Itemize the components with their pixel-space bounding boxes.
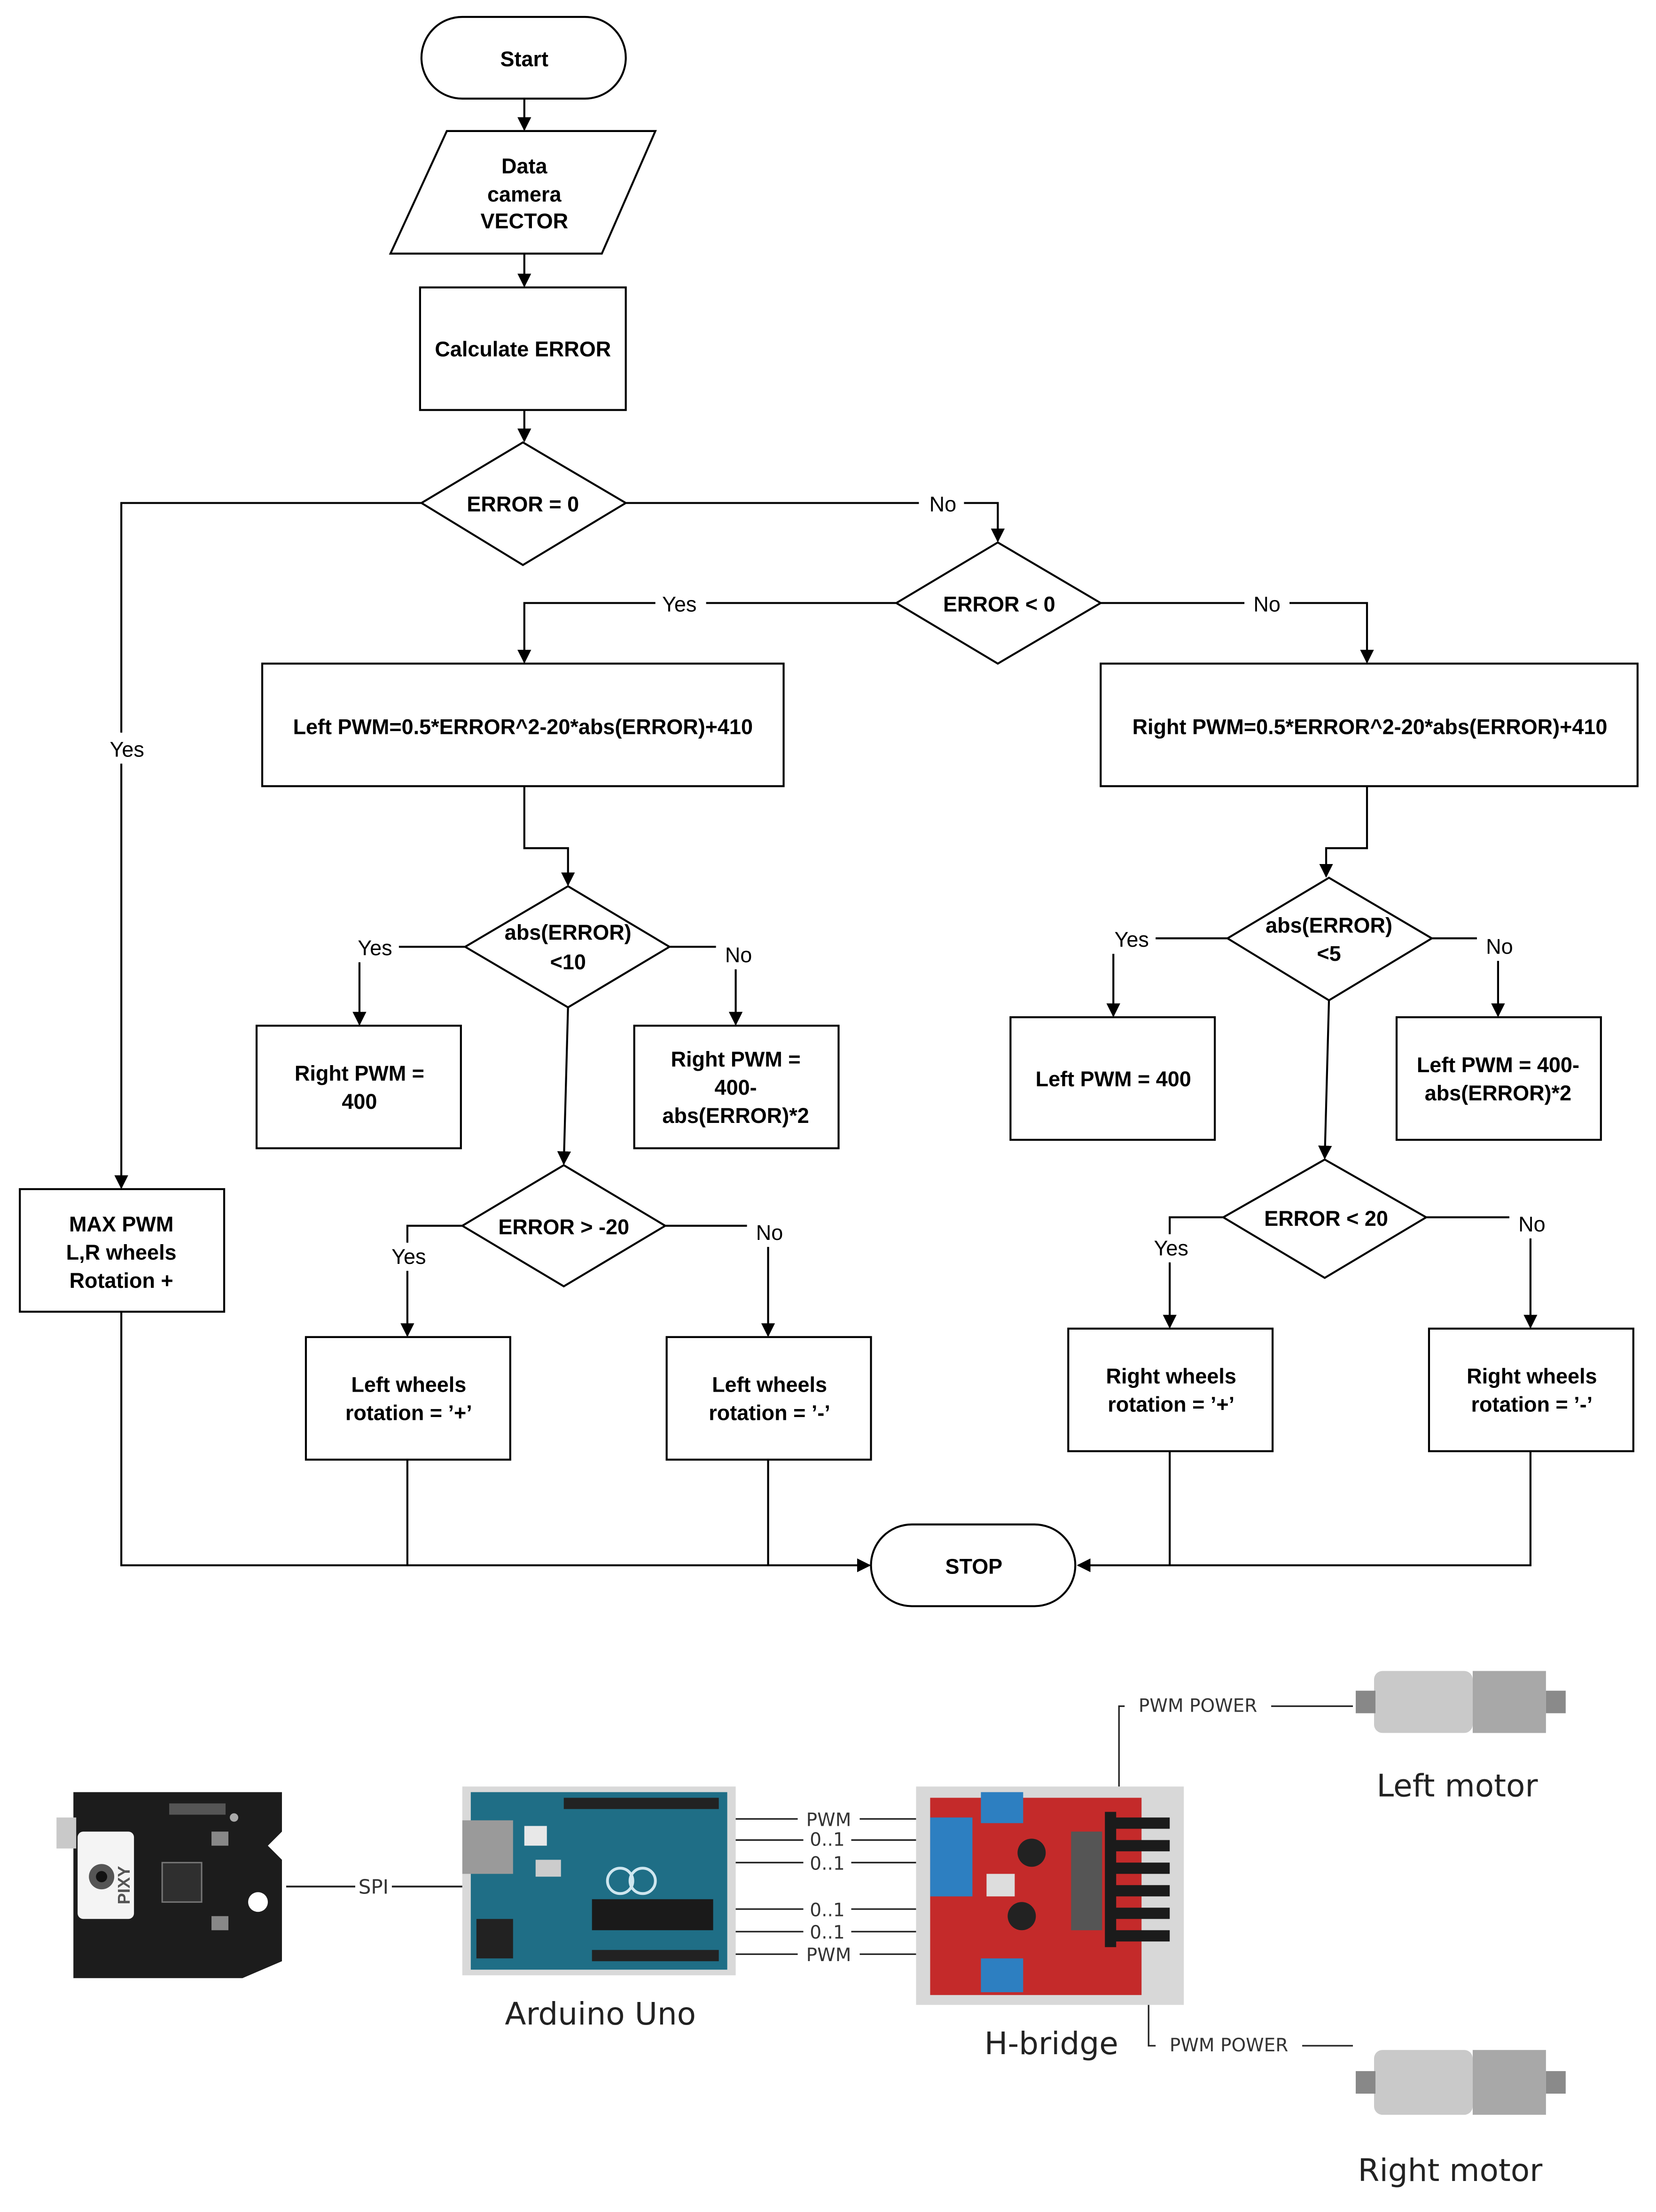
hbridge-label: H-bridge — [984, 2025, 1118, 2062]
arduino-board — [462, 1786, 736, 1976]
pixy-camera-board: PIXY — [56, 1792, 282, 1978]
right-pwm-400-node — [255, 1024, 462, 1150]
left-motor-icon — [1356, 1671, 1566, 1733]
left-power-wire — [1118, 1705, 1353, 1787]
flow-nodes: Start Data camera VECTOR Calculate ERROR… — [19, 16, 1639, 1607]
error-zero-yes-label: Yes — [109, 737, 144, 761]
error-neg-decision — [894, 541, 1103, 665]
left-wheels-minus-node — [665, 1336, 872, 1461]
stop-label: STOP — [945, 1555, 1003, 1579]
maxpwm-line-2: L,R wheels — [66, 1240, 177, 1264]
rightminus-line-1: Right wheels — [1467, 1364, 1597, 1388]
left400abs-line-2: abs(ERROR)*2 — [1425, 1081, 1571, 1105]
left-pwm-formula-node — [261, 662, 785, 787]
h-bridge-board — [916, 1786, 1184, 2005]
left-pwm-formula-label: Left PWM=0.5*ERROR^2-20*abs(ERROR)+410 — [293, 715, 753, 739]
abs10-no-label: No — [725, 943, 752, 967]
start-label: Start — [500, 47, 548, 71]
calculate-error-node — [419, 286, 627, 411]
wire-label-pwm-1: PWM — [806, 1809, 851, 1830]
data-input-node — [389, 130, 657, 255]
abs5-no-label: No — [1486, 935, 1513, 958]
input-line-1: Data — [501, 154, 547, 178]
left-motor-label: Left motor — [1376, 1768, 1538, 1804]
right400abs-line-2: 400- — [715, 1075, 757, 1099]
left-pwm-400-node — [1009, 1016, 1216, 1141]
left-power-label: PWM POWER — [1139, 1695, 1257, 1716]
error-zero-label: ERROR = 0 — [467, 492, 579, 516]
right-wheels-plus-node — [1067, 1327, 1274, 1452]
leftminus-line-1: Left wheels — [712, 1373, 827, 1397]
lt-20-no-label: No — [1518, 1212, 1546, 1236]
calc-label: Calculate ERROR — [435, 337, 611, 361]
wire-label-bit-2: 0..1 — [810, 1853, 844, 1874]
gt-m20-yes-label: Yes — [391, 1245, 426, 1269]
right400abs-line-3: abs(ERROR)*2 — [662, 1104, 809, 1128]
error-gt-minus20-decision — [460, 1164, 667, 1288]
error-neg-label: ERROR < 0 — [943, 592, 1055, 616]
maxpwm-line-3: Rotation + — [70, 1269, 173, 1293]
lt-20-label: ERROR < 20 — [1264, 1207, 1388, 1231]
maxpwm-line-1: MAX PWM — [69, 1212, 173, 1236]
edge-labels: No Yes Yes No Yes No Yes No Yes No Yes N… — [99, 490, 1554, 1271]
right400-line-2: 400 — [342, 1090, 377, 1114]
right-motor-icon — [1356, 2050, 1566, 2115]
hardware-section: PIXY SPI Arduino Uno — [56, 1671, 1566, 2189]
right400-line-1: Right PWM = — [295, 1061, 424, 1085]
leftplus-line-2: rotation = ’+’ — [345, 1401, 472, 1425]
gt-m20-no-label: No — [756, 1221, 783, 1245]
gt-m20-label: ERROR > -20 — [498, 1215, 629, 1239]
abs-lt-5-decision — [1226, 876, 1434, 1002]
arduino-label: Arduino Uno — [505, 1996, 696, 2032]
right-motor-label: Right motor — [1358, 2152, 1543, 2189]
stop-terminal — [870, 1523, 1077, 1607]
abs10-yes-label: Yes — [358, 936, 392, 960]
lt-20-yes-label: Yes — [1154, 1236, 1188, 1260]
left400-label: Left PWM = 400 — [1036, 1067, 1191, 1091]
right-wheels-minus-node — [1428, 1327, 1634, 1452]
abs5-line-2: <5 — [1317, 942, 1341, 966]
abs5-yes-label: Yes — [1115, 927, 1149, 951]
rightminus-line-2: rotation = ’-’ — [1471, 1393, 1593, 1417]
left400abs-line-1: Left PWM = 400- — [1417, 1053, 1579, 1077]
right-pwm-400-abs-node — [633, 1024, 840, 1150]
pixy-logo-text: PIXY — [114, 1866, 133, 1904]
wire-label-pwm-2: PWM — [806, 1945, 851, 1966]
wire-label-bit-1: 0..1 — [810, 1829, 844, 1850]
right-pwm-formula-node — [1100, 662, 1639, 787]
left-pwm-400-abs-node — [1395, 1016, 1602, 1141]
abs10-line-1: abs(ERROR) — [505, 920, 632, 944]
control-wire-labels: PWM 0..1 0..1 0..1 0..1 PWM — [797, 1809, 860, 1966]
left-wheels-plus-node — [305, 1336, 511, 1461]
spi-label: SPI — [359, 1875, 389, 1898]
wire-label-bit-3: 0..1 — [810, 1900, 844, 1921]
error-neg-no-label: No — [1253, 592, 1281, 616]
error-zero-decision — [419, 441, 628, 566]
error-lt-20-decision — [1221, 1158, 1429, 1279]
input-line-2: camera — [487, 182, 562, 206]
right400abs-line-1: Right PWM = — [671, 1047, 801, 1071]
error-neg-yes-label: Yes — [662, 592, 696, 616]
input-line-3: VECTOR — [480, 209, 568, 233]
wire-label-bit-4: 0..1 — [810, 1922, 844, 1943]
leftminus-line-2: rotation = ’-’ — [709, 1401, 830, 1425]
abs-lt-10-decision — [463, 885, 672, 1009]
rightplus-line-1: Right wheels — [1106, 1364, 1236, 1388]
max-pwm-node — [19, 1188, 226, 1313]
abs5-line-1: abs(ERROR) — [1265, 913, 1392, 937]
right-pwm-formula-label: Right PWM=0.5*ERROR^2-20*abs(ERROR)+410 — [1133, 715, 1608, 739]
error-zero-no-label: No — [930, 492, 956, 516]
start-terminal — [420, 16, 627, 100]
abs10-line-2: <10 — [550, 950, 586, 974]
rightplus-line-2: rotation = ’+’ — [1108, 1393, 1234, 1417]
leftplus-line-1: Left wheels — [351, 1373, 466, 1397]
right-power-label: PWM POWER — [1170, 2035, 1288, 2056]
